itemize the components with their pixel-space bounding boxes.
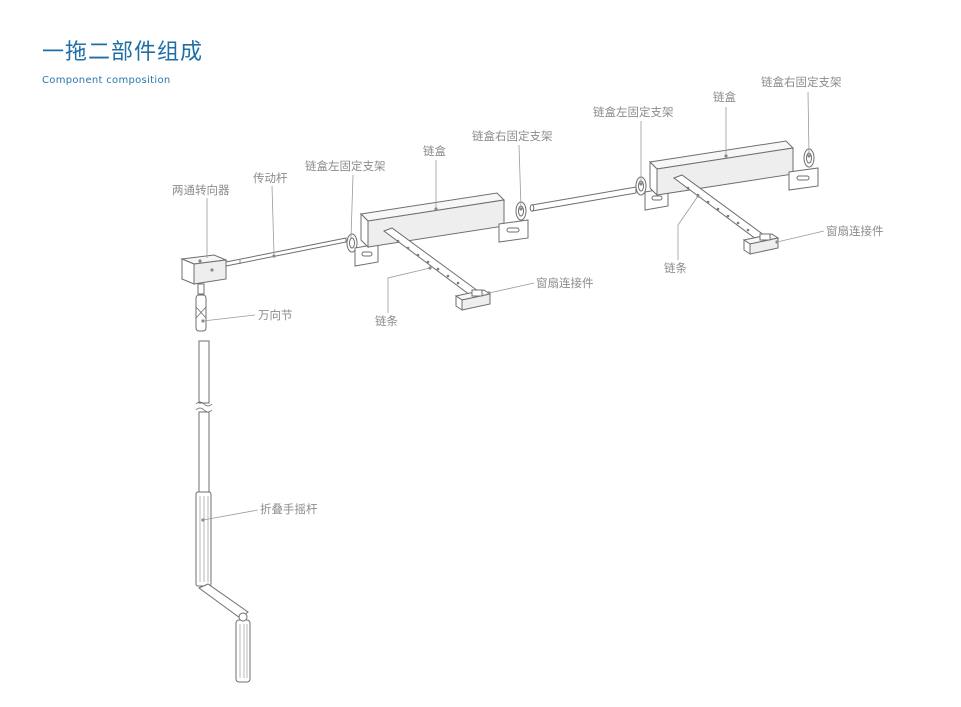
drive-rod <box>225 237 347 267</box>
leader-lines <box>202 91 825 521</box>
label-box1-right-bracket: 链盒右固定支架 <box>472 129 553 143</box>
two-way-diverter <box>180 254 228 295</box>
label-box2-right-bracket: 链盒右固定支架 <box>761 75 842 89</box>
label-box2-chain-box: 链盒 <box>713 90 736 104</box>
label-box2-sash-connector: 窗扇连接件 <box>826 224 884 238</box>
label-box2-chain: 链条 <box>664 261 687 275</box>
chain-box-2 <box>635 140 819 255</box>
labels: 两通转向器 传动杆 链盒左固定支架 链盒 链盒右固定支架 窗扇连接件 链条 链盒… <box>172 75 884 516</box>
label-folding-crank: 折叠手摇杆 <box>260 502 318 516</box>
box2-right-bracket <box>788 148 819 191</box>
box1-right-bracket <box>498 201 529 243</box>
box2-sash-connector <box>742 233 780 255</box>
label-box2-left-bracket: 链盒左固定支架 <box>593 105 674 119</box>
universal-joint <box>195 294 207 332</box>
box1-left-bracket <box>346 233 379 267</box>
page-subtitle: Component composition <box>42 75 171 86</box>
drive-rod-2 <box>529 186 637 212</box>
chain-box-1 <box>346 192 529 311</box>
box1-chain <box>382 227 479 296</box>
folding-crank <box>195 340 251 683</box>
page-title: 一拖二部件组成 <box>42 40 204 65</box>
label-drive-rod: 传动杆 <box>253 171 288 185</box>
label-box1-left-bracket: 链盒左固定支架 <box>305 159 386 173</box>
label-universal-joint: 万向节 <box>258 308 293 322</box>
label-two-way-diverter: 两通转向器 <box>172 183 230 197</box>
label-box1-chain: 链条 <box>375 314 398 328</box>
label-box1-chain-box: 链盒 <box>423 144 446 158</box>
label-box1-sash-connector: 窗扇连接件 <box>536 276 594 290</box>
box1-sash-connector <box>454 289 492 311</box>
